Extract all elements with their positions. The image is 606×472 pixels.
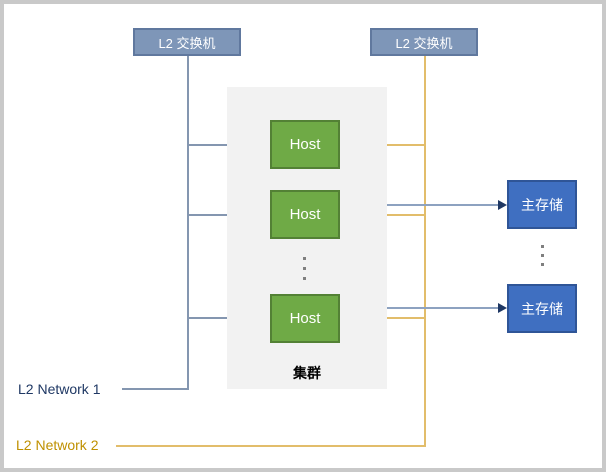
network2-label-link-line [116,445,426,447]
storage-2-arrowhead-icon [498,303,507,313]
network1-label-link-line [122,388,189,390]
storage-ellipsis-dot [541,263,544,266]
l2-switch-1-label: L2 交换机 [158,35,216,51]
network1-trunk-line [187,56,189,390]
storage-1-arrow-line [387,204,500,206]
l2-switch-1-box: L2 交换机 [133,28,241,56]
primary-storage-1-label: 主存储 [521,196,563,213]
host-1-box: Host [270,120,340,169]
storage-ellipsis-dot [541,245,544,248]
host-2-label: Host [289,206,321,223]
l2-switch-2-box: L2 交换机 [370,28,478,56]
l2-network-1-label: L2 Network 1 [18,381,101,397]
l2-switch-2-label: L2 交换机 [395,35,453,51]
primary-storage-2-label: 主存储 [521,300,563,317]
primary-storage-2-box: 主存储 [507,284,577,333]
cluster-ellipsis-dot [303,257,306,260]
cluster-ellipsis-dot [303,277,306,280]
storage-2-arrow-line [387,307,500,309]
host-1-label: Host [289,136,321,153]
primary-storage-1-box: 主存储 [507,180,577,229]
network2-trunk-line [424,56,426,447]
host-3-box: Host [270,294,340,343]
l2-network-2-label: L2 Network 2 [16,437,99,453]
storage-ellipsis-dot [541,254,544,257]
cluster-ellipsis-dot [303,267,306,270]
host-2-box: Host [270,190,340,239]
host-3-label: Host [289,310,321,327]
cluster-box: Host Host Host 集群 [227,87,387,389]
cluster-title: 集群 [293,365,321,381]
storage-1-arrowhead-icon [498,200,507,210]
